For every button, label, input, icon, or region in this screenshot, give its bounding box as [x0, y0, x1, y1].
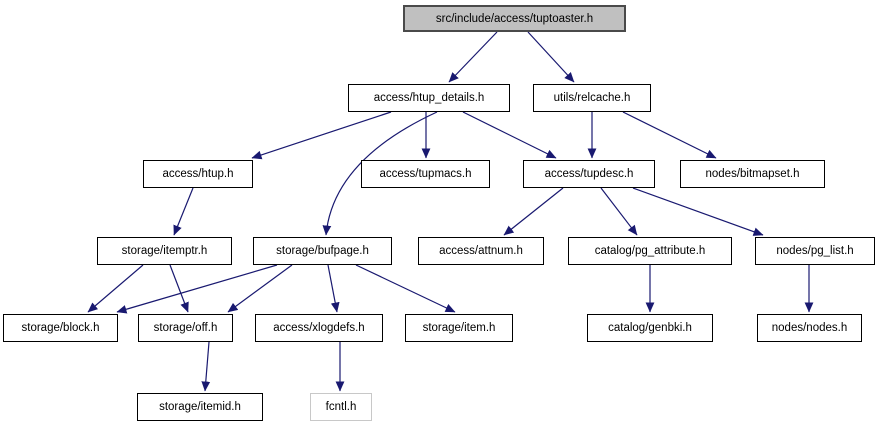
- node-tupdesc[interactable]: access/tupdesc.h: [523, 160, 655, 188]
- node-htup[interactable]: access/htup.h: [143, 160, 253, 188]
- node-pg-list[interactable]: nodes/pg_list.h: [755, 237, 875, 265]
- node-label: access/attnum.h: [439, 245, 523, 257]
- edge-htup-details-to-bufpage: [322, 111, 438, 236]
- edge-tupdesc-to-pg-list: [632, 187, 764, 236]
- node-pg-attribute[interactable]: catalog/pg_attribute.h: [568, 237, 732, 265]
- node-label: nodes/pg_list.h: [776, 245, 854, 257]
- edge-bufpage-to-xlogdefs: [327, 264, 340, 313]
- node-bitmapset[interactable]: nodes/bitmapset.h: [680, 160, 825, 188]
- node-label: src/include/access/tuptoaster.h: [435, 12, 594, 25]
- node-relcache[interactable]: utils/relcache.h: [533, 84, 651, 112]
- node-label: utils/relcache.h: [553, 92, 631, 104]
- node-attnum[interactable]: access/attnum.h: [418, 237, 544, 265]
- node-item[interactable]: storage/item.h: [405, 314, 513, 342]
- edge-bufpage-to-block: [116, 264, 278, 314]
- node-xlogdefs[interactable]: access/xlogdefs.h: [255, 314, 383, 342]
- node-label: nodes/bitmapset.h: [705, 168, 800, 180]
- node-label: catalog/pg_attribute.h: [594, 245, 706, 257]
- edge-tuptoaster-to-relcache: [527, 31, 575, 83]
- edge-relcache-to-bitmapset: [622, 111, 717, 159]
- node-label: catalog/genbki.h: [608, 322, 692, 334]
- edge-tupdesc-to-pg-attribute: [600, 187, 638, 236]
- edge-tupdesc-to-attnum: [503, 187, 564, 236]
- node-label: access/htup_details.h: [373, 92, 485, 104]
- node-tuptoaster: src/include/access/tuptoaster.h: [403, 5, 626, 32]
- node-label: access/xlogdefs.h: [273, 322, 365, 334]
- node-itemid[interactable]: storage/itemid.h: [137, 393, 263, 421]
- edge-htup-to-itemptr: [173, 187, 194, 236]
- node-fcntl: fcntl.h: [310, 393, 372, 421]
- node-label: storage/itemptr.h: [121, 245, 208, 257]
- edge-itemptr-to-block: [87, 264, 144, 313]
- edge-off-to-itemid: [201, 341, 211, 392]
- node-label: storage/bufpage.h: [276, 245, 369, 257]
- node-label: access/tupdesc.h: [544, 168, 634, 180]
- edge-bufpage-to-off: [227, 264, 293, 313]
- node-itemptr[interactable]: storage/itemptr.h: [97, 237, 232, 265]
- edge-htup-details-to-htup: [251, 111, 392, 160]
- node-label: storage/off.h: [153, 322, 218, 334]
- node-nodes[interactable]: nodes/nodes.h: [757, 314, 862, 342]
- node-block[interactable]: storage/block.h: [3, 314, 118, 342]
- edge-bufpage-to-item: [355, 264, 456, 313]
- node-htup-details[interactable]: access/htup_details.h: [348, 84, 510, 112]
- node-label: access/htup.h: [162, 168, 234, 180]
- node-label: storage/block.h: [21, 322, 100, 334]
- node-label: access/tupmacs.h: [379, 168, 472, 180]
- node-genbki[interactable]: catalog/genbki.h: [587, 314, 713, 342]
- node-label: nodes/nodes.h: [771, 322, 848, 334]
- edge-htup-details-to-tupdesc: [462, 111, 557, 159]
- edge-tuptoaster-to-htup-details: [448, 31, 498, 83]
- node-tupmacs[interactable]: access/tupmacs.h: [361, 160, 490, 188]
- node-label: fcntl.h: [325, 401, 357, 413]
- node-off[interactable]: storage/off.h: [138, 314, 233, 342]
- edge-itemptr-to-off: [169, 264, 189, 313]
- node-label: storage/item.h: [422, 322, 496, 334]
- node-bufpage[interactable]: storage/bufpage.h: [253, 237, 392, 265]
- node-label: storage/itemid.h: [159, 401, 241, 413]
